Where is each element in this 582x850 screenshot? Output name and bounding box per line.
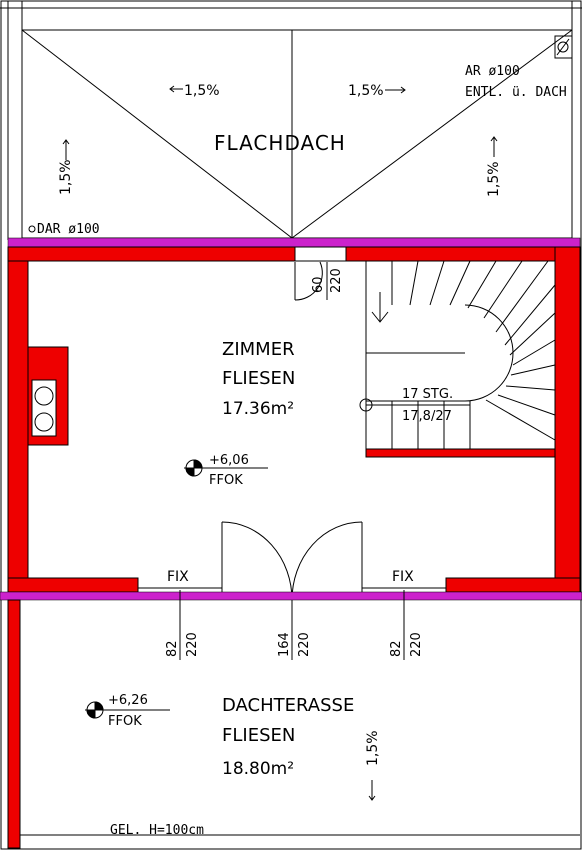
drain-label: DAR ø100 — [37, 222, 100, 237]
room-level: +6,06 — [209, 453, 249, 468]
slope-arrow-vertical-right-head — [490, 136, 498, 142]
terrace-level-ref: FFOK — [108, 714, 142, 729]
roof-slope-right-label: 1,5% — [348, 83, 384, 99]
wall-top-right — [345, 246, 581, 262]
opening-dim-lines — [179, 590, 405, 660]
double-door — [221, 521, 363, 601]
roof-ridge-left — [21, 29, 293, 239]
roof-slope-vertical-right-label: 1,5% — [486, 161, 502, 197]
terrace-wall-left — [7, 599, 21, 849]
opening-left-height: 220 — [185, 632, 200, 657]
roof-slope-vertical-left-label: 1,5% — [58, 159, 74, 195]
fix-right-label: FIX — [392, 569, 414, 585]
opening-right-height: 220 — [409, 632, 424, 657]
wall-right — [554, 246, 581, 593]
chimney-flue — [31, 379, 57, 437]
room-name: ZIMMER — [222, 339, 295, 360]
terrace-edge-band — [0, 591, 582, 601]
roof-slope-left-label: 1,5% — [184, 83, 220, 99]
terrace-slope-arrow — [368, 780, 376, 801]
stair-dimension-label: 17,8/27 — [402, 409, 452, 424]
wall-bottom-left — [7, 577, 139, 593]
roof-title: FLACHDACH — [214, 131, 346, 155]
room-area: 17.36m² — [222, 399, 294, 419]
terrace-slope-label: 1,5% — [365, 730, 381, 766]
room-walls — [7, 246, 581, 593]
terrace-floor: FLIESEN — [222, 725, 295, 746]
terrace-level: +6,26 — [108, 693, 148, 708]
opening-right-width: 82 — [389, 640, 404, 657]
fix-left-label: FIX — [167, 569, 189, 585]
slope-arrow-vertical-left-head — [62, 139, 70, 145]
roof-vent-symbol — [554, 35, 573, 59]
slope-arrow-right-head — [400, 86, 406, 94]
room-level-marker — [184, 459, 268, 477]
roof-edge-band — [7, 237, 581, 248]
door-top-height: 220 — [329, 268, 344, 293]
room-level-ref: FFOK — [209, 473, 243, 488]
door-top-width: 60 — [311, 276, 326, 293]
vent-label-line2: ENTL. ü. DACH — [465, 85, 567, 100]
staircase — [359, 260, 556, 449]
roof-ridge-right — [291, 29, 573, 239]
vent-label-line1: AR ø100 — [465, 64, 520, 79]
slope-arrow-left-head — [169, 85, 175, 93]
stair-wall — [365, 448, 556, 458]
drain-symbol — [28, 225, 36, 233]
stair-steps-label: 17 STG. — [402, 387, 453, 402]
opening-center-height: 220 — [297, 632, 312, 657]
door-top — [294, 246, 347, 301]
opening-left-width: 82 — [165, 640, 180, 657]
wall-top-left — [7, 246, 296, 262]
terrace-name: DACHTERASSE — [222, 695, 354, 716]
wall-bottom-right — [445, 577, 581, 593]
terrace-level-marker — [85, 701, 170, 719]
wall-left — [7, 246, 29, 593]
terrace-area: 18.80m² — [222, 759, 294, 779]
room-floor: FLIESEN — [222, 368, 295, 389]
opening-center-width: 164 — [277, 632, 292, 657]
railing-label: GEL. H=100cm — [110, 823, 204, 838]
